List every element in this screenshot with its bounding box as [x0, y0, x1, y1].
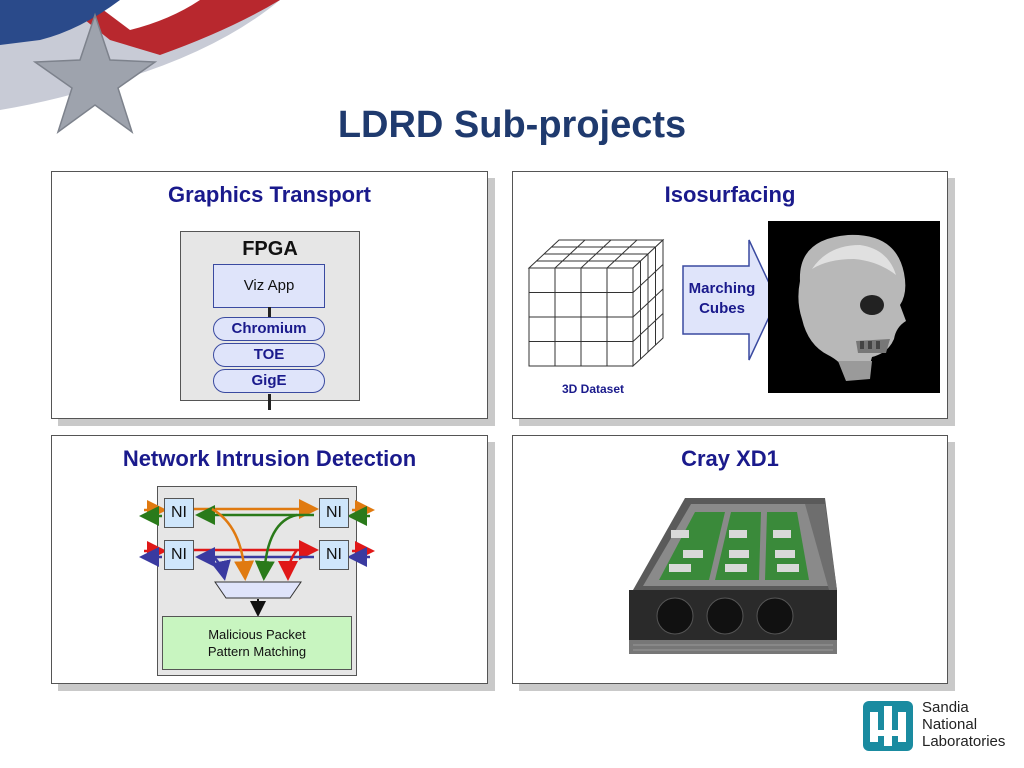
logo-line-1: Sandia — [922, 699, 969, 716]
ni-box-bottom-left: NI — [164, 540, 194, 570]
sandia-logo-icon — [863, 701, 913, 751]
box-line-1: Malicious Packet — [208, 627, 306, 642]
dataset-cube — [527, 238, 665, 368]
toe-layer: TOE — [213, 343, 325, 367]
logo-line-2: National — [922, 716, 978, 733]
pattern-matching-box: Malicious Packet Pattern Matching — [162, 616, 352, 670]
isosurfacing-panel: Isosurfacing 3D Dataset Marching Cubes — [512, 171, 948, 419]
panel-title: Graphics Transport — [168, 182, 371, 207]
network-intrusion-panel: Network Intrusion Detection N — [51, 435, 488, 684]
gige-layer: GigE — [213, 369, 325, 393]
marching-cubes-arrow — [682, 239, 778, 361]
panel-title: Network Intrusion Detection — [122, 446, 417, 471]
arrow-label-2: Cubes — [699, 300, 745, 317]
star-flag-decoration — [0, 0, 280, 134]
ni-box-top-left: NI — [164, 498, 194, 528]
nid-flow-arrows — [139, 499, 375, 617]
panel-title: Isosurfacing — [664, 182, 796, 207]
slide-title: LDRD Sub-projects — [337, 104, 687, 146]
connector-line — [268, 394, 271, 410]
ni-box-bottom-right: NI — [319, 540, 349, 570]
fpga-label: FPGA — [242, 238, 298, 260]
logo-line-3: Laboratories — [922, 733, 1006, 750]
viz-app-box: Viz App — [213, 264, 325, 308]
box-line-2: Pattern Matching — [207, 644, 307, 659]
sandia-logo-text: Sandia National Laboratories — [922, 699, 1005, 750]
panel-title: Cray XD1 — [681, 446, 779, 471]
skull-render-image — [768, 221, 940, 393]
cray-xd1-panel: Cray XD1 — [512, 435, 948, 684]
connector-line — [268, 307, 271, 317]
cray-chassis-image — [629, 498, 837, 654]
dataset-label: 3D Dataset — [561, 382, 625, 396]
ni-box-top-right: NI — [319, 498, 349, 528]
arrow-label-1: Marching — [688, 280, 756, 297]
graphics-transport-panel: Graphics Transport FPGA Viz App Chromium… — [51, 171, 488, 419]
chromium-layer: Chromium — [213, 317, 325, 341]
